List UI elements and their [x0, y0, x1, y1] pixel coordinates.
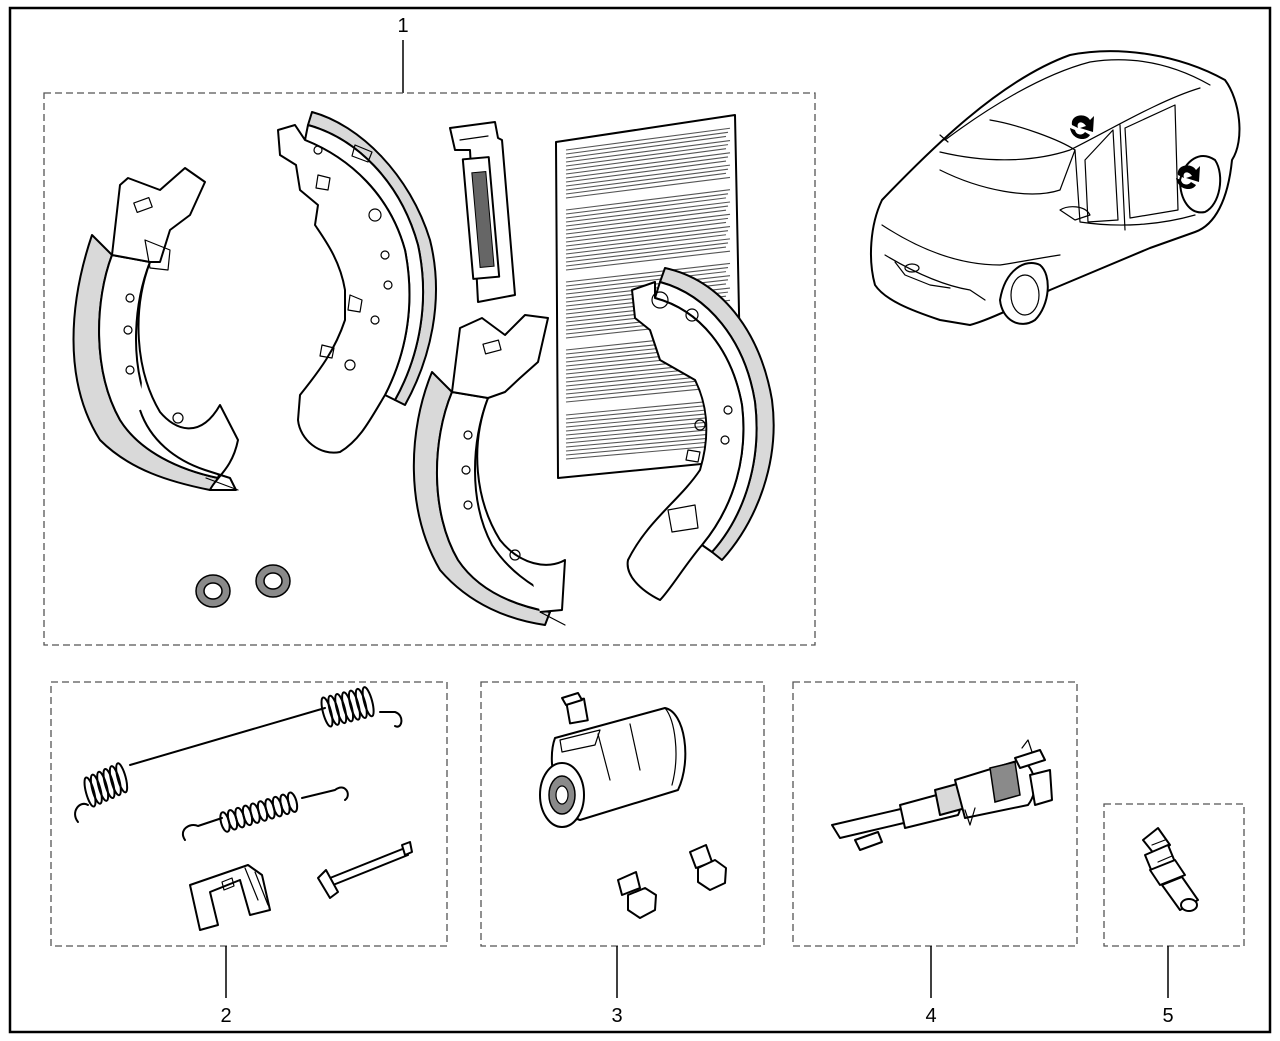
return-spring-long — [74, 686, 403, 823]
callout-5-label: 5 — [1162, 1005, 1173, 1027]
return-spring-short — [181, 786, 349, 841]
brake-shoe-4 — [626, 267, 775, 601]
callout-2-label: 2 — [220, 1005, 231, 1027]
bush-right — [255, 564, 291, 598]
rotation-arrow-icon — [1176, 165, 1200, 190]
group-5-box — [1103, 803, 1245, 947]
brake-shoe-2 — [277, 111, 437, 454]
instruction-text-lines — [565, 127, 731, 460]
callout-1-label: 1 — [397, 15, 408, 37]
group-2-box — [50, 681, 448, 947]
hold-down-pin — [317, 841, 413, 899]
group-1-brake-shoe-kit: 1 — [43, 15, 816, 646]
bolt-left — [617, 871, 657, 919]
bush-left — [195, 574, 231, 608]
group-5-bleed-valve: 5 — [1103, 803, 1245, 1027]
adjuster-strut — [831, 739, 1053, 851]
brake-shoe-3 — [412, 314, 566, 626]
brake-shoe-1 — [72, 167, 239, 491]
wheel-cylinder — [539, 692, 687, 828]
hold-down-clip — [189, 864, 271, 931]
rotation-arrow-icon — [1070, 115, 1094, 140]
callout-4-label: 4 — [925, 1005, 936, 1027]
group-3-box — [480, 681, 765, 947]
group-1-box — [43, 92, 816, 646]
diagram-frame — [8, 6, 1272, 1034]
car-illustration — [869, 50, 1241, 326]
grease-sachet — [449, 121, 516, 303]
bolt-right — [689, 844, 727, 891]
callout-3-label: 3 — [611, 1005, 622, 1027]
group-2-springs-kit: 2 — [50, 681, 448, 1027]
group-4-adjuster-strut: 4 — [792, 681, 1078, 1027]
group-3-wheel-cylinder: 3 — [480, 681, 765, 1027]
bleed-valve — [1142, 827, 1199, 912]
group-4-box — [792, 681, 1078, 947]
